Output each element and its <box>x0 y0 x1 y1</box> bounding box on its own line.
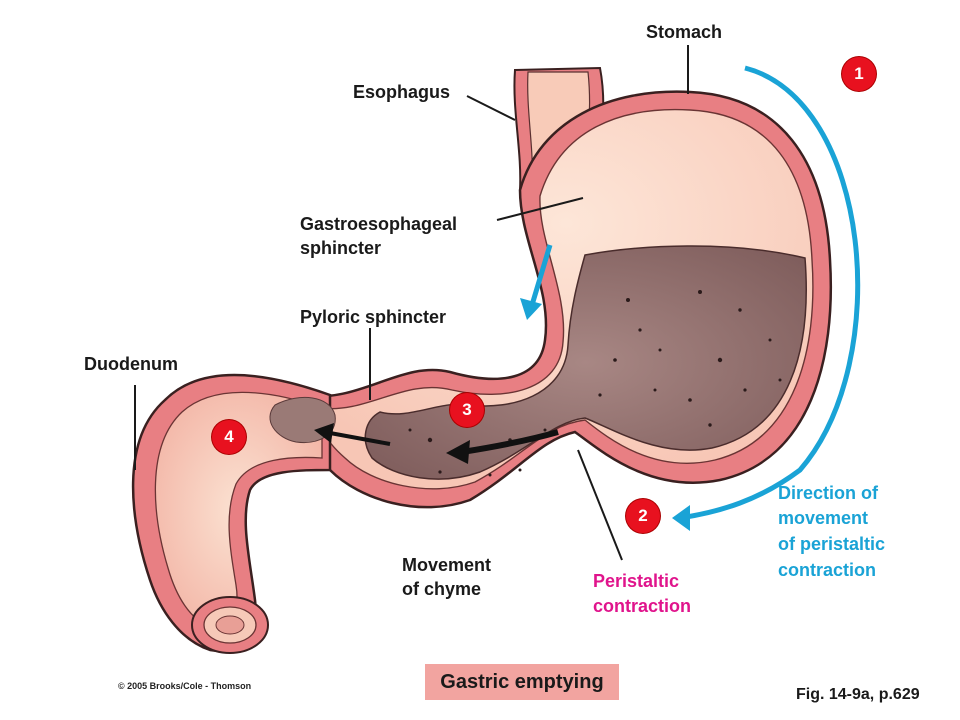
direction-label-line2: movement <box>778 508 869 528</box>
direction-label-line4: contraction <box>778 560 877 580</box>
movement-of-chyme-label-line1: Movement <box>402 555 492 575</box>
pyloric-sphincter-label: Pyloric sphincter <box>300 307 447 327</box>
caption-box: Gastric emptying <box>425 664 619 700</box>
gastroesophageal-flow-arrow <box>520 244 553 320</box>
figure-reference: Fig. 14-9a, p.629 <box>796 686 920 703</box>
gastroesophageal-label-line2: sphincter <box>300 238 382 258</box>
direction-label-line3: of peristaltic <box>778 534 886 554</box>
copyright-text: © 2005 Brooks/Cole - Thomson <box>118 681 252 691</box>
duodenum-label: Duodenum <box>84 354 178 374</box>
stomach-label: Stomach <box>646 22 723 42</box>
step-badge-3: 3 <box>450 393 484 427</box>
duodenum-shape <box>131 373 332 654</box>
movement-of-chyme-label-line2: of chyme <box>402 579 482 599</box>
chyme-movement-arrows <box>314 423 559 464</box>
step-badge-1: 1 <box>842 57 876 91</box>
caption-text: Gastric emptying <box>440 670 604 693</box>
direction-label-line1: Direction of <box>778 483 879 503</box>
gastroesophageal-label-line1: Gastroesophageal <box>300 214 458 234</box>
step-badge-4: 4 <box>212 420 246 454</box>
peristalsis-direction-arrow <box>672 65 861 531</box>
peristaltic-contraction-label-line2: contraction <box>593 596 692 616</box>
esophagus-label: Esophagus <box>353 82 451 102</box>
step-badge-2: 2 <box>626 499 660 533</box>
leader-lines <box>134 45 689 561</box>
peristaltic-contraction-label-line1: Peristaltic <box>593 571 680 591</box>
